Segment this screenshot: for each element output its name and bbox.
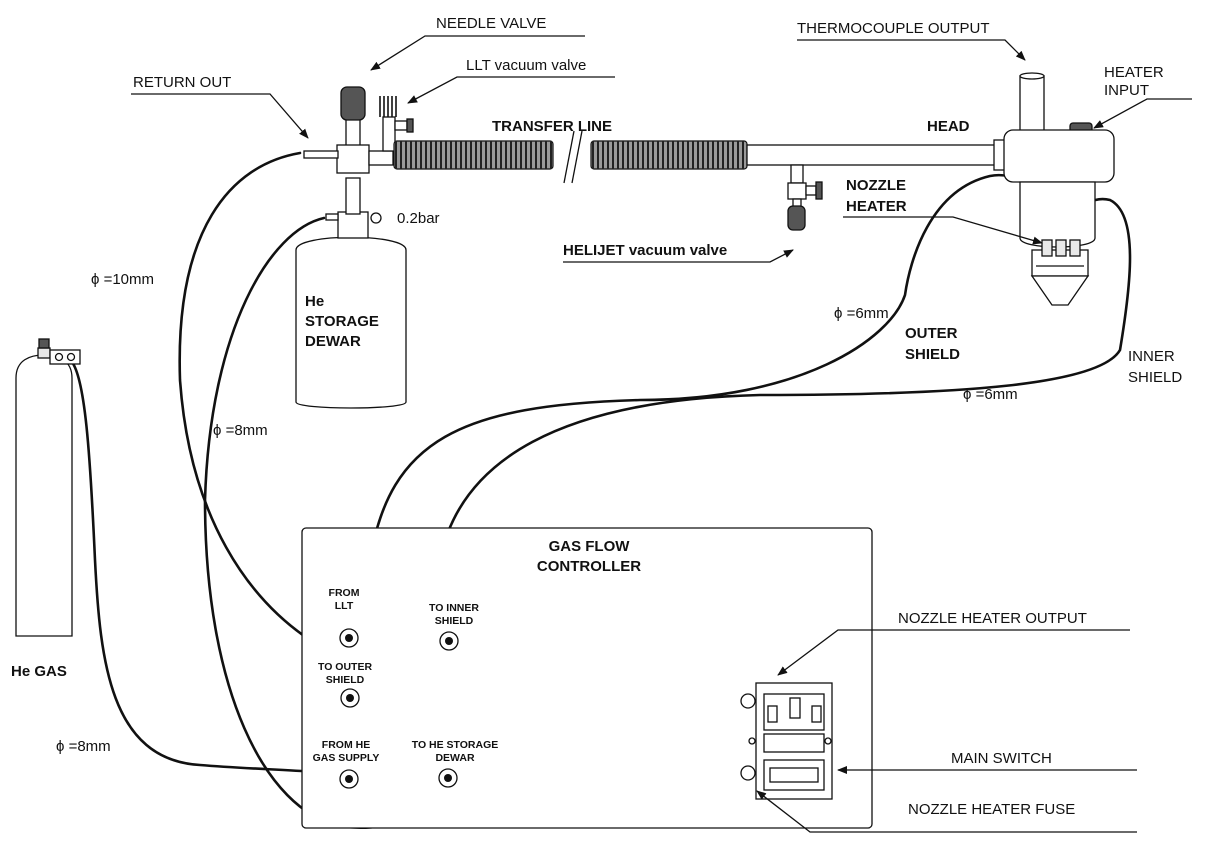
label-to-he-storage-dewar-2: DEWAR bbox=[435, 752, 475, 764]
label-nozzle-heater-output: NOZZLE HEATER OUTPUT bbox=[898, 610, 1087, 627]
label-controller-2: CONTROLLER bbox=[537, 558, 641, 575]
head-assembly bbox=[1003, 72, 1115, 306]
label-nozzle-heater-2: HEATER bbox=[846, 198, 907, 215]
label-he-gas: He GAS bbox=[11, 663, 67, 680]
label-nozzle-heater: NOZZLE bbox=[846, 177, 906, 194]
label-transfer-line: TRANSFER LINE bbox=[492, 118, 612, 135]
label-dewar: He bbox=[305, 293, 324, 310]
label-llt-vacuum-valve: LLT vacuum valve bbox=[466, 57, 586, 74]
label-nozzle-heater-fuse: NOZZLE HEATER FUSE bbox=[908, 801, 1075, 818]
text-labels: NEEDLE VALVE THERMOCOUPLE OUTPUT HEATER … bbox=[11, 15, 1182, 818]
label-from-llt-2: LLT bbox=[335, 600, 354, 612]
llt-vacuum-valve bbox=[379, 96, 414, 152]
label-to-outer-shield: TO OUTER bbox=[318, 661, 372, 673]
label-phi-6mm-outer: ϕ =6mm bbox=[834, 305, 889, 322]
label-from-he-gas-supply: FROM HE bbox=[322, 739, 370, 751]
label-helijet-vacuum-valve: HELIJET vacuum valve bbox=[563, 242, 727, 259]
he-storage-dewar bbox=[295, 177, 407, 409]
power-inlet-module bbox=[748, 682, 833, 800]
label-needle-valve: NEEDLE VALVE bbox=[436, 15, 546, 32]
port-to-outer-shield bbox=[340, 688, 360, 708]
label-heater-input-2: INPUT bbox=[1104, 82, 1149, 99]
indicator-upper bbox=[740, 693, 756, 709]
label-dewar-3: DEWAR bbox=[305, 333, 361, 350]
label-pressure: 0.2bar bbox=[397, 210, 440, 227]
label-from-he-gas-supply-2: GAS SUPPLY bbox=[313, 752, 380, 764]
callout-leaders bbox=[131, 35, 1192, 833]
port-from-llt bbox=[339, 628, 359, 648]
label-inner-shield: INNER bbox=[1128, 348, 1175, 365]
label-controller: GAS FLOW bbox=[549, 538, 631, 555]
hose-he-gas-to-controller bbox=[70, 360, 348, 778]
label-from-llt: FROM bbox=[329, 587, 360, 599]
he-gas-cylinder bbox=[15, 338, 81, 637]
label-heater-input: HEATER bbox=[1104, 64, 1164, 81]
label-outer-shield: OUTER bbox=[905, 325, 958, 342]
port-to-he-storage-dewar bbox=[438, 768, 458, 788]
label-to-outer-shield-2: SHIELD bbox=[326, 674, 365, 686]
label-to-he-storage-dewar: TO HE STORAGE bbox=[412, 739, 499, 751]
transfer-line bbox=[393, 130, 1009, 184]
label-outer-shield-2: SHIELD bbox=[905, 346, 960, 363]
label-thermocouple-output: THERMOCOUPLE OUTPUT bbox=[797, 20, 990, 37]
indicator-lower bbox=[740, 765, 756, 781]
port-from-he-gas-supply bbox=[339, 769, 359, 789]
label-dewar-2: STORAGE bbox=[305, 313, 379, 330]
label-head: HEAD bbox=[927, 118, 970, 135]
label-inner-shield-2: SHIELD bbox=[1128, 369, 1182, 386]
label-phi-8mm-gas: ϕ =8mm bbox=[56, 738, 111, 755]
label-return-out: RETURN OUT bbox=[133, 74, 231, 91]
needle-valve-assembly bbox=[303, 86, 394, 174]
gas-flow-controller bbox=[301, 527, 873, 829]
label-to-inner-shield: TO INNER bbox=[429, 602, 479, 614]
helijet-vacuum-valve bbox=[787, 164, 823, 231]
label-phi-6mm-inner: ϕ =6mm bbox=[963, 386, 1018, 403]
transfer-line-bellows-left bbox=[393, 140, 554, 170]
label-to-inner-shield-2: SHIELD bbox=[435, 615, 474, 627]
label-phi-10mm: ϕ =10mm bbox=[91, 271, 154, 288]
transfer-line-bellows-right bbox=[590, 140, 748, 170]
label-main-switch: MAIN SWITCH bbox=[951, 750, 1052, 767]
label-phi-8mm-dewar: ϕ =8mm bbox=[213, 422, 268, 439]
port-to-inner-shield bbox=[439, 631, 459, 651]
